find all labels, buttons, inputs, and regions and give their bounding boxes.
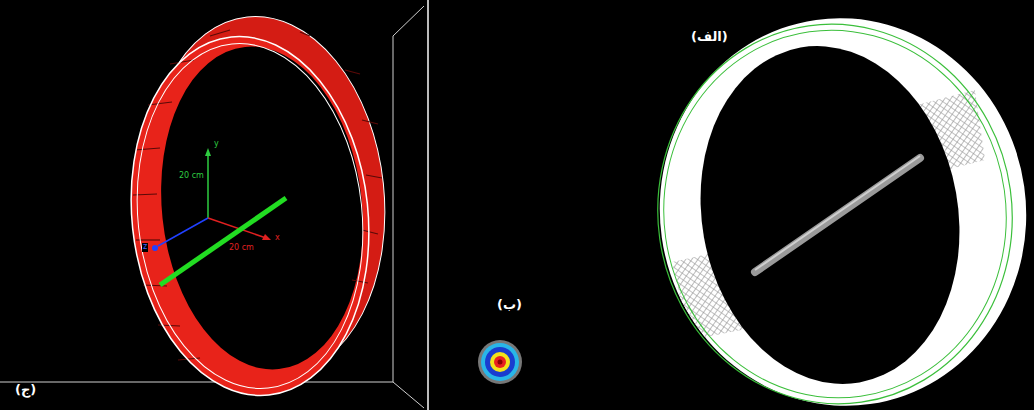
panel-label: (ج) <box>14 383 37 397</box>
source-line <box>160 198 286 285</box>
panel-divider <box>427 0 429 410</box>
dimension-label: 20 cm <box>228 244 255 253</box>
world-box <box>0 6 424 408</box>
panel-label: (الف) <box>690 30 729 44</box>
panel-label: (ب) <box>496 298 523 312</box>
cross-section-icon <box>478 340 522 384</box>
axis-label: y <box>213 140 220 149</box>
phantom-ring <box>633 0 1034 410</box>
detector-ring <box>114 5 402 408</box>
dimension-label: 20 cm <box>178 172 205 181</box>
axis-label: z <box>142 243 148 252</box>
axes <box>152 148 271 251</box>
axis-label: x <box>274 234 281 243</box>
